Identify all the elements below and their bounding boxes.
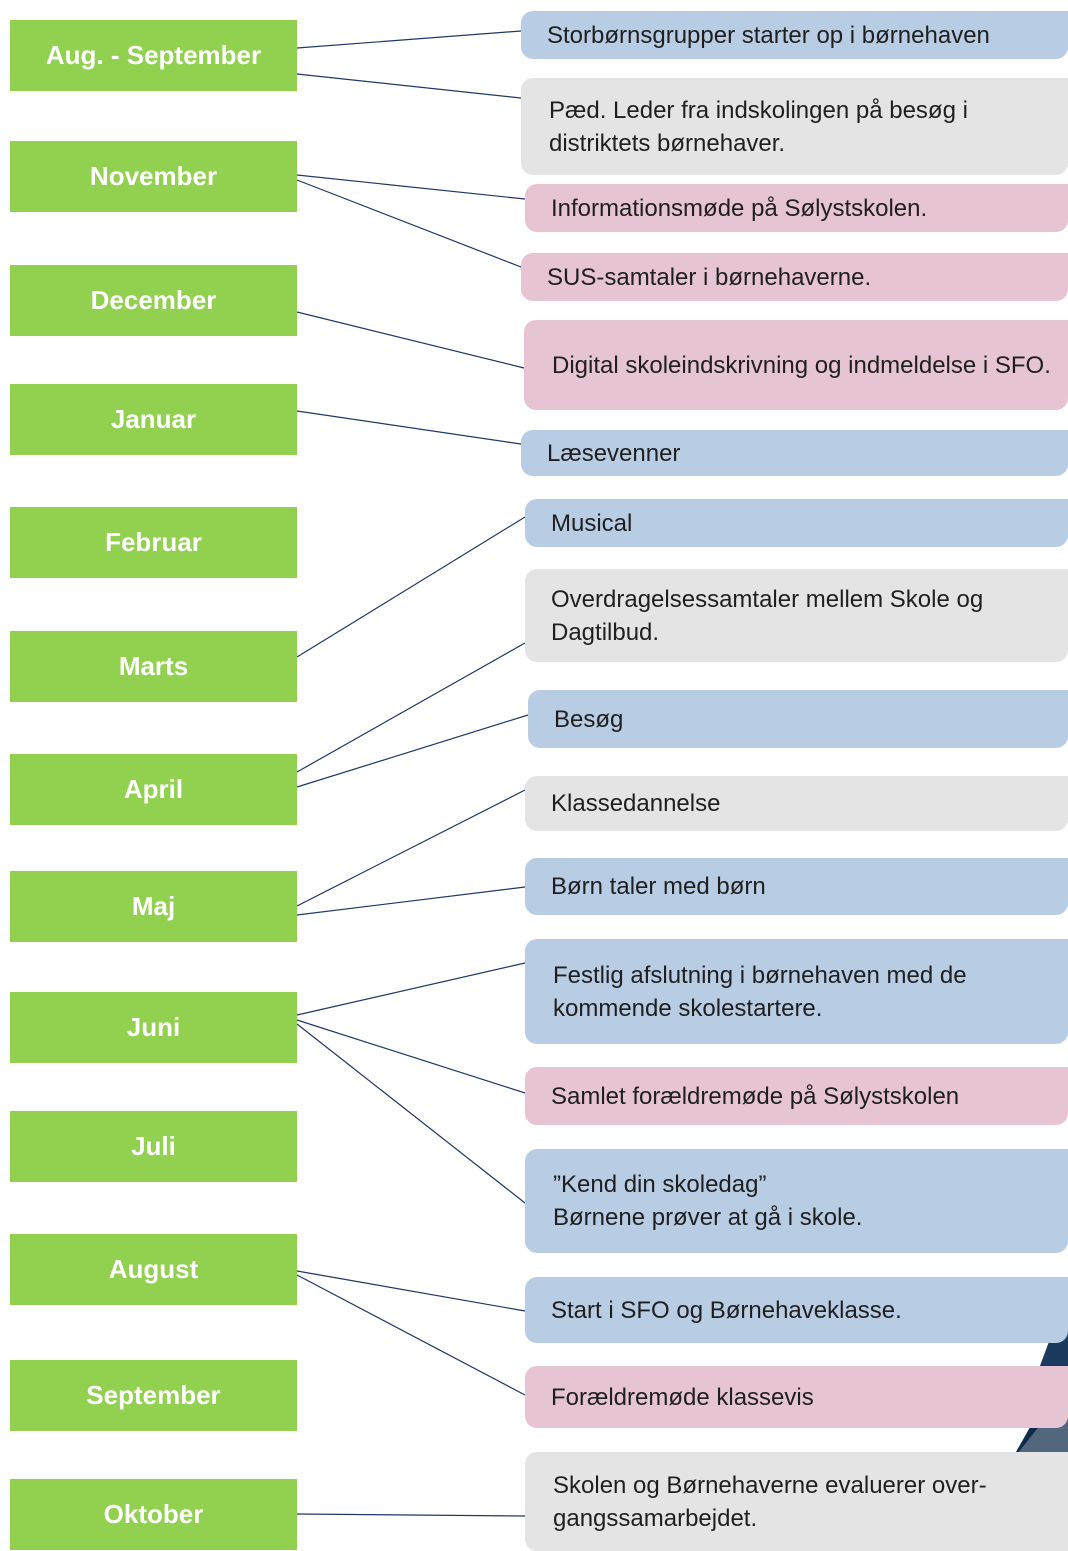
event-box-informationsmoede: Informationsmøde på Sølystskolen. — [525, 184, 1068, 232]
month-box-juni: Juni — [10, 992, 297, 1063]
event-text: Festlig afslutning i børnehaven med de k… — [553, 961, 967, 1022]
month-label: Oktober — [103, 1499, 204, 1529]
event-box-start-sfo: Start i SFO og Børnehaveklasse. — [525, 1277, 1068, 1343]
event-box-storboernsgrupper: Storbørnsgrupper starter op i børnehaven — [521, 11, 1068, 59]
connector-august-start-sfo — [296, 1270, 526, 1312]
month-label: Juli — [131, 1131, 176, 1161]
connector-august-foraeldremoede-klassevis — [296, 1274, 526, 1396]
connector-januar-laesevenner — [296, 410, 522, 445]
event-text: Start i SFO og Børnehaveklasse. — [551, 1296, 902, 1324]
month-box-august: August — [10, 1234, 297, 1305]
month-box-december: December — [10, 265, 297, 336]
month-box-marts: Marts — [10, 631, 297, 702]
month-label: April — [123, 774, 184, 804]
connector-oktober-evaluering — [296, 1513, 526, 1517]
connector-november-sus-samtaler — [296, 179, 522, 268]
event-text: Storbørnsgrupper starter op i børnehaven — [547, 21, 990, 49]
event-text: Børn taler med børn — [551, 873, 766, 900]
connector-maj-klassedannelse — [296, 789, 526, 907]
month-box-februar: Februar — [10, 507, 297, 578]
month-box-januar: Januar — [10, 384, 297, 455]
event-text: Digital skoleindskrivning og indmeldelse… — [552, 351, 1051, 379]
event-text: Informationsmøde på Sølystskolen. — [551, 194, 928, 222]
event-text: Musical — [551, 509, 633, 537]
connector-aug-sep-paed-leder — [296, 73, 522, 99]
month-box-maj: Maj — [10, 871, 297, 942]
event-text: Læsevenner — [547, 439, 681, 467]
month-label: December — [90, 285, 217, 315]
connector-juni-samlet-foraeldremoede — [296, 1019, 526, 1094]
event-box-paed-leder: Pæd. Leder fra indskolingen på besøg i d… — [521, 78, 1068, 175]
connector-april-besoeg — [296, 714, 529, 788]
month-box-aug-sep: Aug. - September — [10, 20, 297, 91]
month-box-oktober: Oktober — [10, 1479, 297, 1550]
event-text: Pæd. Leder fra indskolingen på besøg i d… — [549, 96, 968, 157]
connector-maj-boern-taler — [296, 886, 526, 916]
event-box-sus-samtaler: SUS-samtaler i børnehaverne. — [521, 253, 1068, 301]
month-label: Februar — [105, 527, 202, 557]
month-label: Aug. - September — [45, 40, 262, 70]
event-box-foraeldremoede-klassevis: Forældremøde klassevis — [525, 1366, 1068, 1428]
event-text: Samlet forældremøde på Sølystskolen — [551, 1082, 960, 1110]
month-label: August — [108, 1254, 199, 1284]
month-label: Juni — [126, 1012, 181, 1042]
month-label: Maj — [131, 891, 176, 921]
event-box-musical: Musical — [525, 499, 1068, 547]
month-label: September — [86, 1380, 221, 1410]
event-box-laesevenner: Læsevenner — [521, 430, 1068, 476]
event-text: ”Kend din skoledag” Børnene prøver at gå… — [553, 1171, 863, 1231]
month-box-april: April — [10, 754, 297, 825]
event-box-skoleindskrivning: Digital skoleindskrivning og indmeldelse… — [524, 320, 1068, 410]
event-text: Overdragelsessamtaler mellem Skole og Da… — [551, 585, 984, 646]
event-text: Skolen og Børnehaverne evaluerer over-ga… — [553, 1471, 987, 1532]
month-label: Marts — [118, 651, 189, 681]
event-box-boern-taler: Børn taler med børn — [525, 858, 1068, 915]
event-text: Klassedannelse — [551, 790, 721, 817]
connector-juni-kend-din-skoledag — [296, 1023, 526, 1204]
event-box-festlig-afslutning: Festlig afslutning i børnehaven med de k… — [525, 939, 1068, 1044]
connector-december-skoleindskrivning — [296, 311, 525, 369]
month-box-september: September — [10, 1360, 297, 1431]
connector-juni-festlig-afslutning — [296, 962, 526, 1016]
month-label: Januar — [110, 404, 197, 434]
event-box-kend-din-skoledag: ”Kend din skoledag” Børnene prøver at gå… — [525, 1149, 1068, 1253]
event-box-klassedannelse: Klassedannelse — [525, 776, 1068, 831]
event-text: SUS-samtaler i børnehaverne. — [547, 263, 872, 291]
event-text: Forældremøde klassevis — [551, 1383, 814, 1411]
event-box-besoeg: Besøg — [528, 690, 1068, 748]
event-box-evaluering: Skolen og Børnehaverne evaluerer over-ga… — [525, 1452, 1068, 1551]
connector-april-overdragelse — [296, 642, 526, 773]
month-box-november: November — [10, 141, 297, 212]
connector-marts-musical — [296, 516, 526, 658]
event-box-overdragelse: Overdragelsessamtaler mellem Skole og Da… — [525, 569, 1068, 662]
month-label: November — [89, 161, 218, 191]
event-box-samlet-foraeldremoede: Samlet forældremøde på Sølystskolen — [525, 1067, 1068, 1125]
connector-aug-sep-storboernsgrupper — [296, 30, 522, 49]
connector-november-informationsmoede — [296, 174, 526, 200]
event-text: Besøg — [554, 705, 624, 733]
month-box-juli: Juli — [10, 1111, 297, 1182]
